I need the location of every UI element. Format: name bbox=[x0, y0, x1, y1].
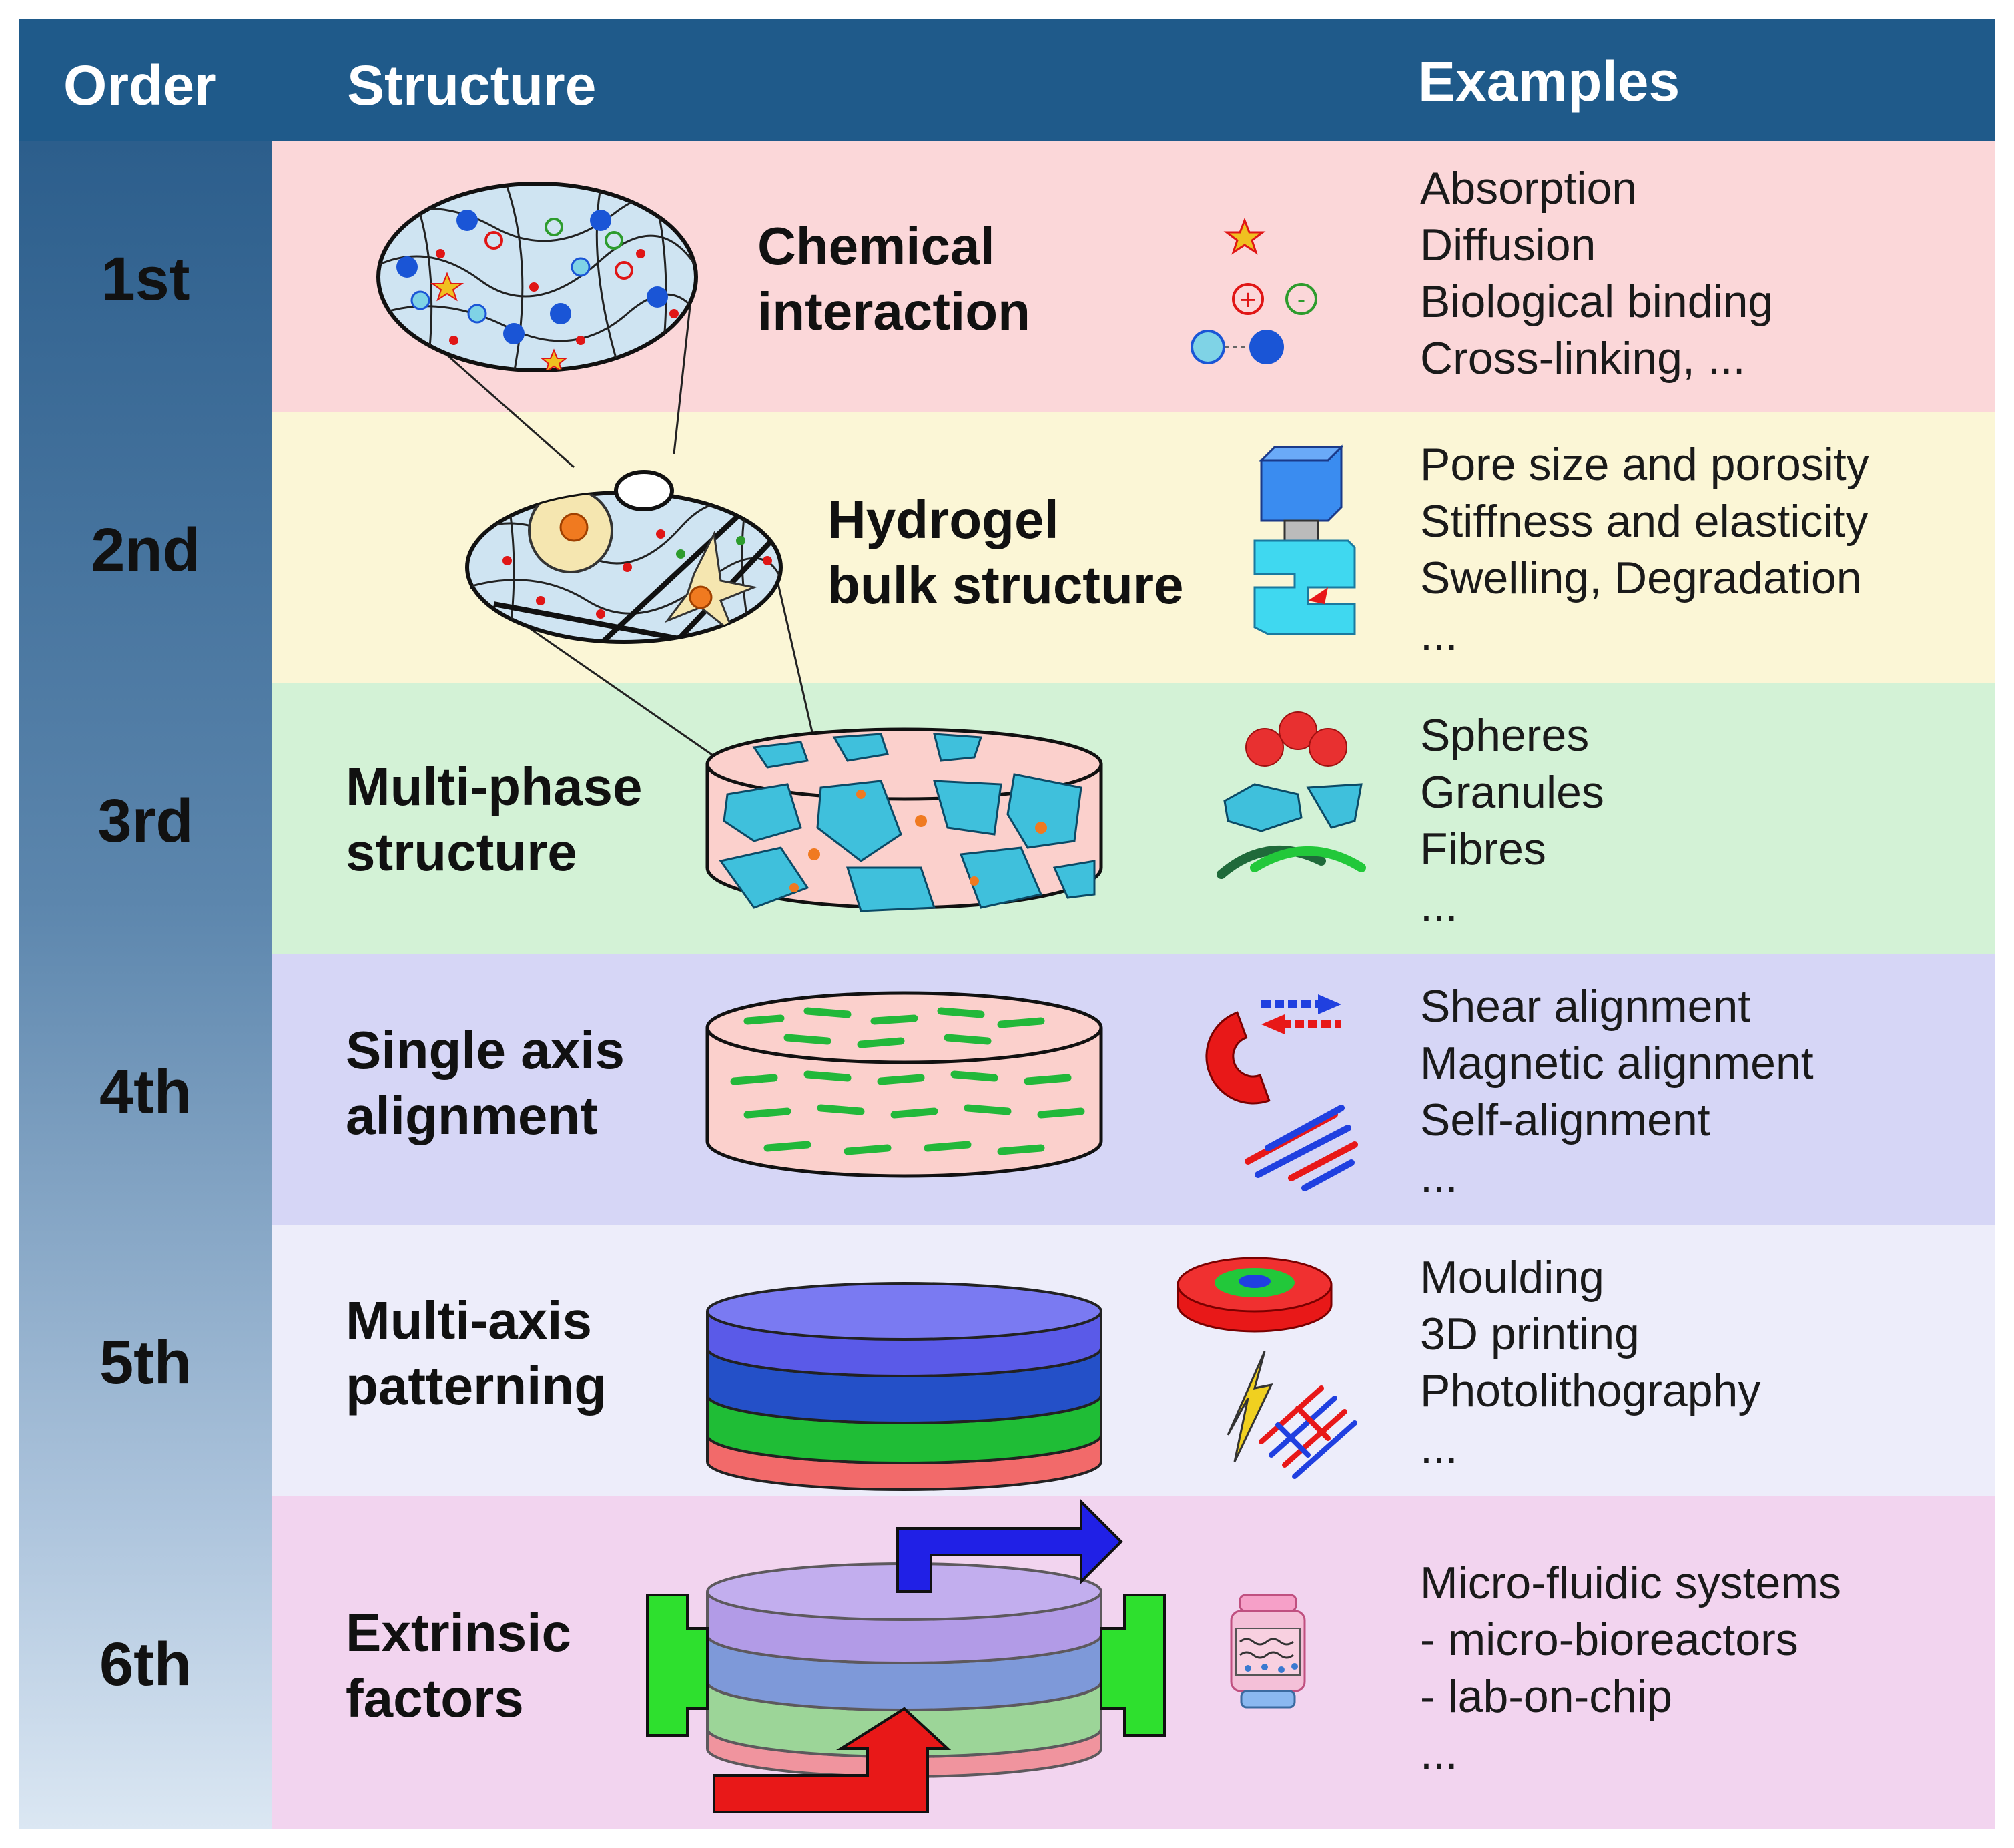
svg-text:-: - bbox=[1297, 286, 1305, 313]
zoom-connector-lines bbox=[400, 300, 815, 762]
header-order: Order bbox=[63, 54, 216, 117]
row-4-background bbox=[272, 954, 1995, 1225]
example-item: - lab-on-chip bbox=[1420, 1671, 1672, 1722]
microfluidic-device-icon bbox=[646, 1498, 1166, 1813]
example-item: Stiffness and elasticity bbox=[1420, 496, 1869, 547]
layered-stack-icon bbox=[706, 1282, 1102, 1491]
order-label-3: 3rd bbox=[97, 787, 194, 855]
order-label-4: 4th bbox=[99, 1058, 192, 1126]
example-item: Photolithography bbox=[1420, 1365, 1761, 1416]
example-item: Spheres bbox=[1420, 710, 1590, 761]
mechanical-tester-icon bbox=[1253, 444, 1356, 635]
row-3-background bbox=[272, 683, 1995, 954]
order-column bbox=[19, 141, 272, 1829]
header-examples: Examples bbox=[1418, 50, 1680, 113]
bulk-network-zoom-icon bbox=[465, 470, 783, 644]
header-structure: Structure bbox=[347, 54, 597, 117]
order-label-2: 2nd bbox=[91, 516, 200, 584]
order-label-1: 1st bbox=[101, 245, 190, 313]
alignment-methods-icon bbox=[1205, 994, 1358, 1191]
example-item: Fibres bbox=[1420, 824, 1546, 874]
example-item: Granules bbox=[1420, 767, 1604, 818]
table-header bbox=[19, 19, 1995, 141]
example-item: ... bbox=[1420, 609, 1458, 660]
molecule-symbols-icon: + - bbox=[1191, 217, 1317, 364]
example-item: Cross-linking, ... bbox=[1420, 333, 1746, 384]
examples-list-4: Shear alignment Magnetic alignment Self-… bbox=[1420, 978, 1814, 1205]
example-item: Pore size and porosity bbox=[1420, 439, 1869, 490]
example-item: ... bbox=[1420, 1728, 1458, 1779]
bioreactor-chip-icon bbox=[1230, 1594, 1306, 1709]
patterning-methods-icon bbox=[1177, 1257, 1357, 1479]
example-item: Swelling, Degradation bbox=[1420, 553, 1862, 603]
order-label-6: 6th bbox=[99, 1630, 192, 1699]
particle-shapes-icon bbox=[1217, 711, 1366, 879]
aligned-fibres-cylinder-icon bbox=[705, 991, 1103, 1178]
svg-text:+: + bbox=[1239, 286, 1258, 313]
examples-list-1: Absorption Diffusion Biological binding … bbox=[1420, 160, 1773, 387]
example-item: ... bbox=[1420, 1422, 1458, 1473]
example-item: ... bbox=[1420, 1151, 1458, 1202]
example-item: Diffusion bbox=[1420, 220, 1596, 270]
example-item: Self-alignment bbox=[1420, 1095, 1710, 1145]
example-item: Absorption bbox=[1420, 163, 1638, 214]
example-item: Magnetic alignment bbox=[1420, 1038, 1814, 1089]
example-item: Biological binding bbox=[1420, 276, 1774, 327]
row-5-background bbox=[272, 1225, 1995, 1496]
example-item: Micro-fluidic systems bbox=[1420, 1558, 1841, 1608]
example-item: 3D printing bbox=[1420, 1309, 1640, 1359]
examples-list-6: Micro-fluidic systems - micro-bioreactor… bbox=[1420, 1555, 1841, 1782]
example-item: - micro-bioreactors bbox=[1420, 1614, 1798, 1665]
examples-list-2: Pore size and porosity Stiffness and ela… bbox=[1420, 436, 1869, 663]
order-label-5: 5th bbox=[99, 1329, 192, 1397]
example-item: Shear alignment bbox=[1420, 981, 1751, 1032]
polymer-network-zoom-icon bbox=[376, 182, 698, 372]
examples-list-3: Spheres Granules Fibres ... bbox=[1420, 707, 1604, 934]
multi-phase-cylinder-icon bbox=[705, 727, 1103, 912]
example-item: Moulding bbox=[1420, 1252, 1604, 1303]
examples-list-5: Moulding 3D printing Photolithography ..… bbox=[1420, 1249, 1760, 1476]
example-item: ... bbox=[1420, 880, 1458, 931]
